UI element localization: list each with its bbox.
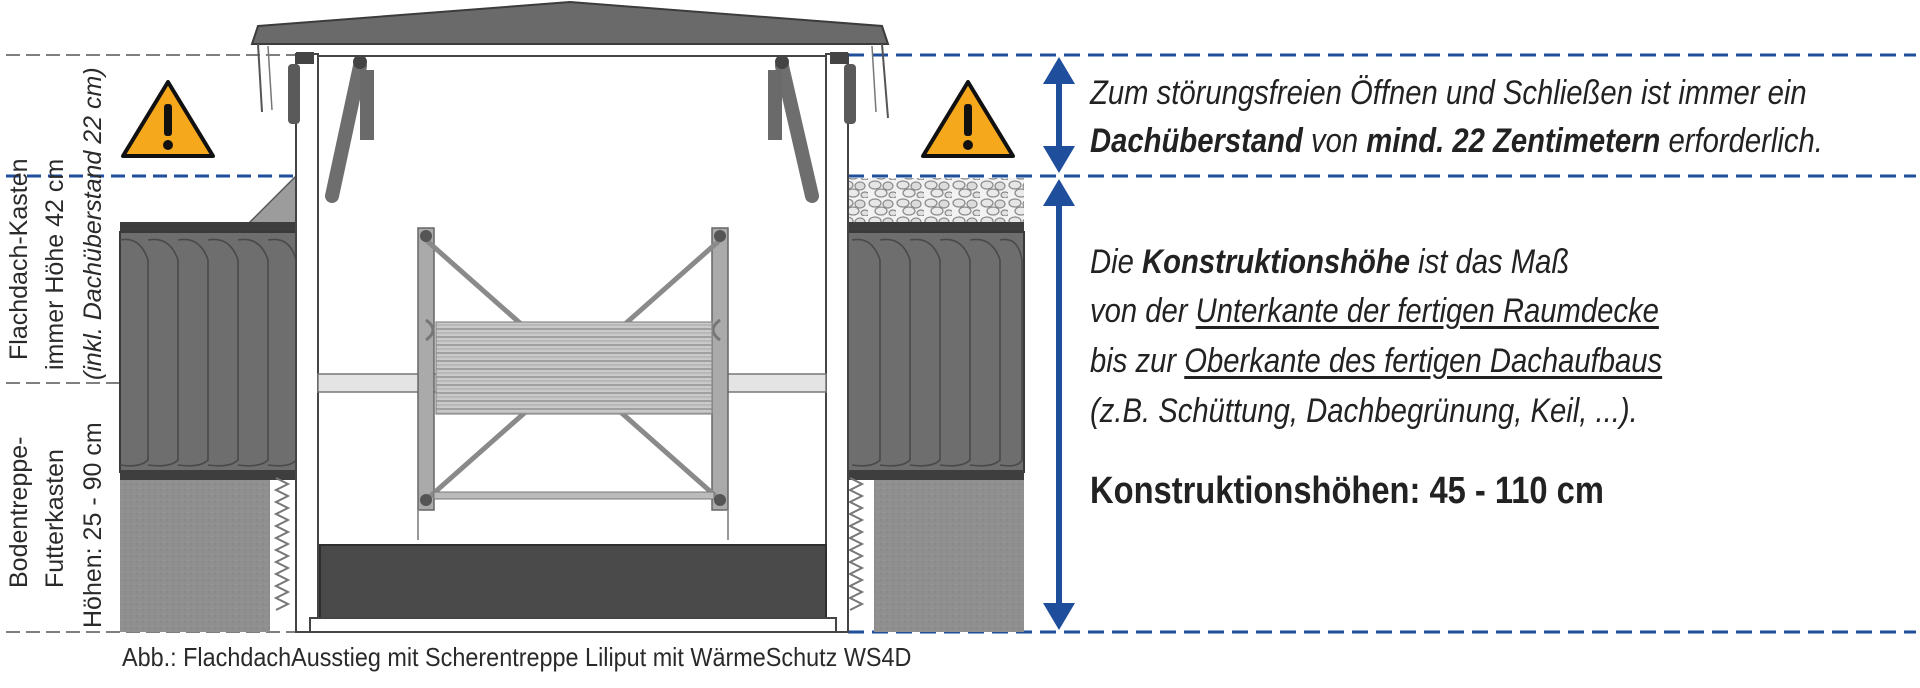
flachdach-label-line2: immer Höhe 42 cm [41, 158, 69, 370]
construction-text: (z.B. Schüttung, Dachbegrünung, Keil, ..… [1090, 392, 1638, 430]
overhang-emphasis: Dachüberstand [1090, 122, 1303, 160]
hatch-lid [250, 0, 890, 124]
overhang-text: Zum störungsfreien Öffnen und Schließen … [1090, 74, 1807, 112]
spring-right [847, 477, 865, 611]
overhang-emphasis: mind. 22 Zentimetern [1366, 122, 1661, 160]
overhang-text: erforderlich. [1660, 122, 1823, 160]
construction-line3: bis zur Oberkante des fertigen Dachaufba… [1090, 342, 1662, 381]
warning-triangle-icon [921, 80, 1015, 158]
flachdach-label-line1: Flachdach-Kasten [5, 158, 33, 360]
boden-label-line3: Höhen: 25 - 90 cm [79, 422, 107, 628]
construction-line4: (z.B. Schüttung, Dachbegrünung, Keil, ..… [1090, 392, 1638, 431]
overhang-text: von [1302, 122, 1367, 160]
construction-underline: Unterkante der fertigen Raumdecke [1195, 292, 1659, 330]
reference-lines-right [848, 53, 1916, 634]
gas-strut-left [325, 55, 374, 203]
boden-label-line1: Bodentreppe- [5, 436, 33, 588]
construction-line2: von der Unterkante der fertigen Raumdeck… [1090, 292, 1659, 331]
spring-left [273, 477, 291, 611]
construction-text: bis zur [1090, 342, 1185, 380]
flachdach-label-line3: (inkl. Dachüberstand 22 cm) [79, 67, 107, 380]
roof-buildup-left [119, 173, 299, 632]
roof-buildup-right [847, 178, 1025, 632]
construction-underline: Oberkante des fertigen Dachaufbaus [1184, 342, 1663, 380]
construction-line1: Die Konstruktionshöhe ist das Maß [1090, 243, 1569, 282]
boden-label-line2: Futterkasten [41, 449, 69, 588]
scissor-stair [417, 227, 729, 540]
double-arrow-icon [1043, 179, 1075, 630]
construction-text: ist das Maß [1410, 243, 1570, 281]
ceiling-panel [309, 544, 837, 633]
warning-triangle-icon [121, 80, 215, 158]
double-arrow-icon [1043, 57, 1075, 173]
heights-headline: Konstruktionshöhen: 45 - 110 cm [1090, 470, 1604, 512]
overhang-note-line1: Zum störungsfreien Öffnen und Schließen … [1090, 74, 1807, 113]
construction-text: von der [1090, 292, 1196, 330]
gas-strut-right [768, 55, 819, 203]
construction-emphasis: Konstruktionshöhe [1142, 243, 1411, 281]
overhang-note-line2: Dachüberstand von mind. 22 Zentimetern e… [1090, 122, 1823, 161]
figure-caption: Abb.: FlachdachAusstieg mit Scherentrepp… [122, 642, 912, 672]
construction-text: Die [1090, 243, 1143, 281]
